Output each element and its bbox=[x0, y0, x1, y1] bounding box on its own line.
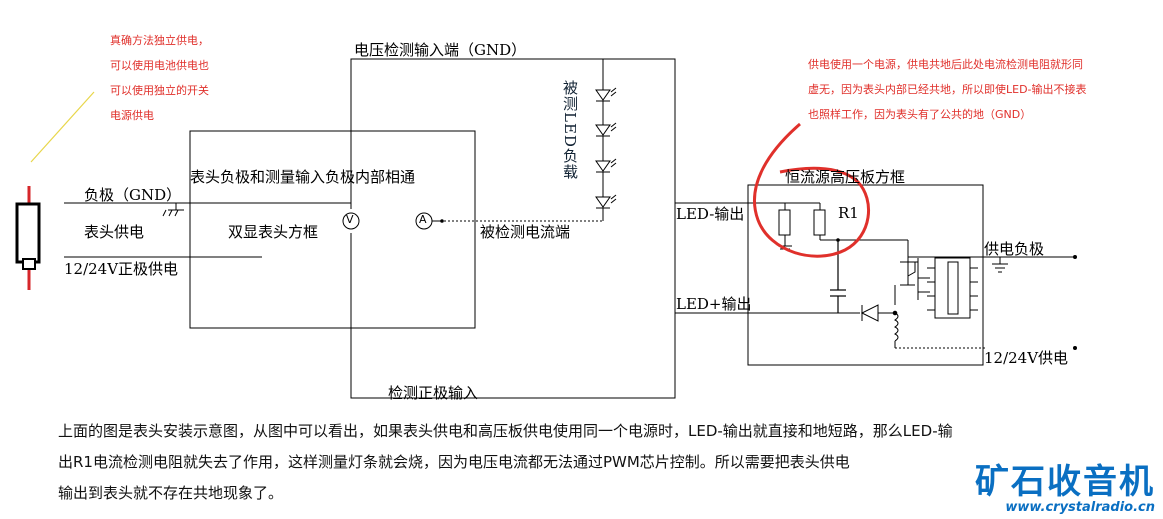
label-detect-positive-input: 检测正极输入 bbox=[388, 384, 479, 402]
junction-dot bbox=[440, 219, 444, 223]
label-voltage-input: 电压检测输入端（GND） bbox=[354, 41, 527, 59]
ammeter-symbol: A bbox=[419, 213, 427, 226]
label-supply-negative: 供电负极 bbox=[984, 240, 1045, 258]
terminal-dot bbox=[1073, 255, 1077, 259]
note-left-line: 可以使用独立的开关 bbox=[110, 84, 209, 97]
diode-icon bbox=[838, 304, 895, 322]
label-r1: R1 bbox=[838, 204, 859, 222]
note-left: 真确方法独立供电， 可以使用电池供电也 可以使用独立的开关 电源供电 bbox=[110, 28, 209, 128]
label-positive-supply: 12/24V正极供电 bbox=[64, 260, 179, 278]
note-right-line: 虚无，因为表头内部已经共地，所以即使LED-输出不接表 bbox=[808, 83, 1087, 96]
voltmeter-symbol: V bbox=[346, 213, 354, 226]
watermark-brand: 矿石收音机 bbox=[975, 462, 1155, 502]
battery-icon bbox=[15, 186, 41, 290]
note-left-line: 可以使用电池供电也 bbox=[110, 59, 209, 72]
capacitor-icon bbox=[830, 240, 846, 313]
note-right-line: 供电使用一个电源，供电共地后此处电流检测电阻就形同 bbox=[808, 58, 1083, 71]
inductor-icon bbox=[892, 285, 985, 349]
label-meter-neg-common: 表头负极和测量输入负极内部相通 bbox=[190, 168, 416, 186]
pwm-chip-icon bbox=[927, 257, 978, 319]
ground-symbol-right bbox=[992, 257, 1008, 273]
note-right: 供电使用一个电源，供电共地后此处电流检测电阻就形同 虚无，因为表头内部已经共地，… bbox=[808, 52, 1087, 127]
label-supply-12-24v: 12/24V供电 bbox=[984, 349, 1069, 367]
note-left-line: 电源供电 bbox=[110, 109, 154, 122]
label-current-measured-end: 被检测电流端 bbox=[480, 223, 571, 241]
watermark-url: www.crystalradio.cn bbox=[1005, 500, 1155, 515]
paragraph-line: 上面的图是表头安装示意图，从图中可以看出，如果表头供电和高压板供电使用同一个电源… bbox=[58, 422, 953, 440]
watermark: 矿石收音机 www.crystalradio.cn bbox=[975, 464, 1155, 515]
label-led-plus-out: LED+输出 bbox=[676, 295, 752, 313]
resistor-icons bbox=[778, 202, 909, 262]
voltage-loop-wire bbox=[350, 58, 676, 399]
paragraph-line: 输出到表头就不存在共地现象了。 bbox=[58, 484, 284, 502]
ground-symbol-left bbox=[162, 203, 184, 217]
label-negative-gnd: 负极（GND） bbox=[84, 186, 182, 204]
explanation-paragraph: 上面的图是表头安装示意图，从图中可以看出，如果表头供电和高压板供电使用同一个电源… bbox=[58, 416, 1138, 509]
voltmeter-icon bbox=[342, 212, 360, 230]
label-led-minus-out: LED-输出 bbox=[676, 205, 745, 223]
dual-meter-box bbox=[189, 130, 476, 329]
mosfet-icon bbox=[900, 258, 930, 300]
label-cc-board-box: 恒流源高压板方框 bbox=[785, 168, 906, 186]
terminal-dot bbox=[1073, 346, 1077, 350]
label-dual-meter-box: 双显表头方框 bbox=[228, 223, 319, 241]
note-pointer-line bbox=[30, 91, 95, 163]
note-left-line: 真确方法独立供电， bbox=[110, 34, 209, 47]
label-meter-power: 表头供电 bbox=[84, 223, 145, 241]
cc-board-box bbox=[747, 184, 984, 366]
note-right-line: 也照样工作，因为表头有了公共的地（GND） bbox=[808, 108, 1032, 121]
led-icons bbox=[595, 87, 617, 209]
paragraph-line: 出R1电流检测电阻就失去了作用，这样测量灯条就会烧，因为电压电流都无法通过PWM… bbox=[58, 453, 850, 471]
label-led-load: 被测LED负载 bbox=[561, 80, 579, 180]
highlight-circle bbox=[752, 122, 871, 258]
